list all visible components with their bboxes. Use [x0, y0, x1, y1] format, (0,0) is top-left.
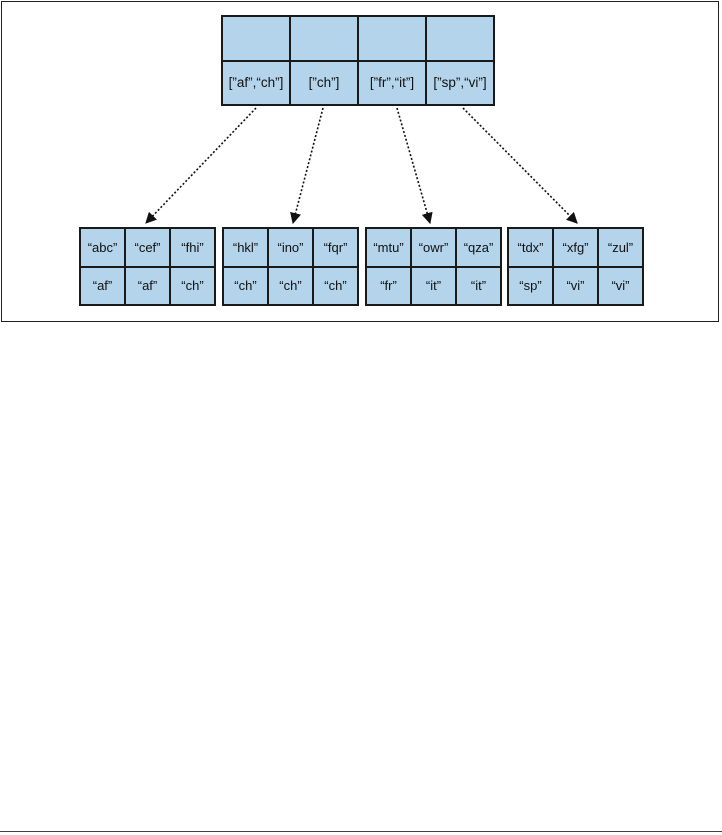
leaf-key-cell: “owr” — [412, 229, 455, 266]
leaf-value-cell: “it” — [457, 267, 500, 304]
leaf-key-cell: “fqr” — [314, 229, 357, 266]
arrow-to-leaf-1 — [290, 107, 324, 225]
parent-key-cell — [291, 17, 357, 60]
leaf-value-cell: “vi” — [599, 267, 642, 304]
leaf-value-cell: “ch” — [269, 267, 312, 304]
leaf-value-cell: “vi” — [554, 267, 597, 304]
leaf-key-cell: “mtu” — [367, 229, 410, 266]
leaf-value-cell: “ch” — [224, 267, 267, 304]
leaf-key-cell: “ino” — [269, 229, 312, 266]
parent-pointer-cell: [”fr”,“it”] — [359, 61, 425, 104]
leaf-value-cell: “it” — [412, 267, 455, 304]
leaf-node: “hkl” “ino” “fqr” “ch” “ch” “ch” — [222, 227, 359, 306]
leaf-key-cell: “hkl” — [224, 229, 267, 266]
diagram-frame — [1, 1, 719, 322]
leaf-key-cell: “zul” — [599, 229, 642, 266]
leaf-key-cell: “tdx” — [509, 229, 552, 266]
leaf-value-cell: “af” — [126, 267, 169, 304]
leaf-value-cell: “af” — [81, 267, 124, 304]
leaf-value-cell: “fr” — [367, 267, 410, 304]
leaf-node: “abc” “cef” “fhi” “af” “af” “ch” — [79, 227, 216, 306]
leaf-node: “mtu” “owr” “qza” “fr” “it” “it” — [365, 227, 502, 306]
leaf-value-cell: “ch” — [171, 267, 214, 304]
parent-pointer-cell: [”af”,“ch”] — [223, 61, 289, 104]
page-bottom-rule — [0, 831, 722, 832]
parent-pointer-cell: [”sp”,“vi”] — [427, 61, 493, 104]
arrow-to-leaf-2 — [396, 107, 433, 225]
parent-node: [”af”,“ch”] [”ch”] [”fr”,“it”] [”sp”,“vi… — [221, 15, 495, 106]
parent-key-cell — [359, 17, 425, 60]
arrow-to-leaf-3 — [462, 107, 578, 224]
leaf-key-cell: “cef” — [126, 229, 169, 266]
leaf-value-cell: “sp” — [509, 267, 552, 304]
pointer-arrows — [145, 107, 578, 225]
parent-pointer-cell: [”ch”] — [291, 61, 357, 104]
leaf-key-cell: “xfg” — [554, 229, 597, 266]
parent-key-cell — [223, 17, 289, 60]
parent-key-cell — [427, 17, 493, 60]
leaf-key-cell: “qza” — [457, 229, 500, 266]
arrow-to-leaf-0 — [145, 107, 257, 224]
leaf-value-cell: “ch” — [314, 267, 357, 304]
leaf-node: “tdx” “xfg” “zul” “sp” “vi” “vi” — [507, 227, 644, 306]
leaf-key-cell: “abc” — [81, 229, 124, 266]
leaf-key-cell: “fhi” — [171, 229, 214, 266]
